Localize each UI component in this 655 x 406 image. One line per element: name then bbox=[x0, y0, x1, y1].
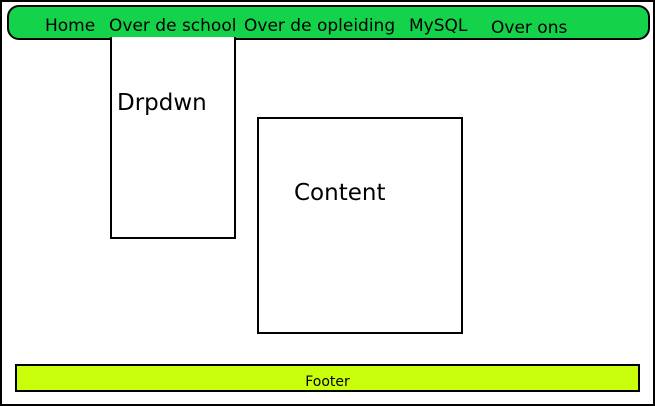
footer-label: Footer bbox=[305, 374, 350, 390]
nav-item-over-de-opleiding[interactable]: Over de opleiding bbox=[244, 16, 396, 36]
nav-item-over-de-school[interactable]: Over de school bbox=[109, 16, 237, 36]
nav-item-mysql[interactable]: MySQL bbox=[409, 16, 468, 36]
navbar: Home Over de school Over de opleiding My… bbox=[7, 5, 650, 40]
dropdown-panel[interactable]: Drpdwn bbox=[110, 37, 236, 239]
content-box: Content bbox=[257, 117, 463, 334]
nav-item-home[interactable]: Home bbox=[45, 16, 96, 36]
content-label: Content bbox=[294, 180, 386, 206]
nav-item-over-ons[interactable]: Over ons bbox=[491, 18, 568, 38]
footer-bar: Footer bbox=[15, 364, 640, 392]
dropdown-label: Drpdwn bbox=[117, 90, 207, 116]
